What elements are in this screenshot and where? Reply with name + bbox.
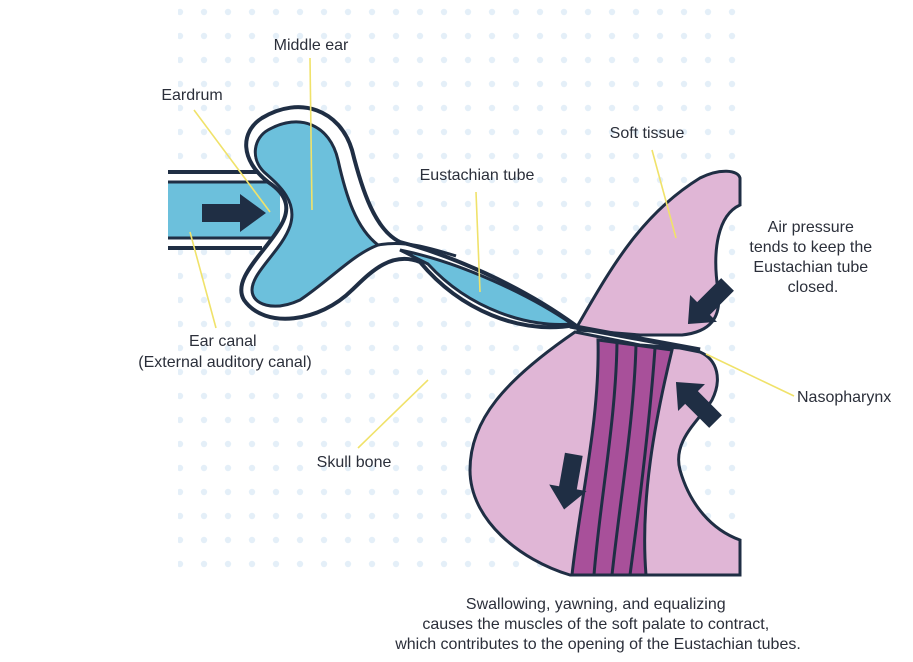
label-nasopharynx: Nasopharynx <box>797 389 891 406</box>
label-soft-tissue: Soft tissue <box>610 125 685 142</box>
soft-tissue-shape <box>576 169 742 337</box>
arrow-up-left-icon <box>675 381 722 428</box>
soft-palate-muscles <box>570 338 674 577</box>
arrow-right-icon <box>202 194 266 232</box>
label-ear-canal: Ear canal (External auditory canal) <box>138 333 311 371</box>
label-middle-ear: Middle ear <box>274 37 349 54</box>
label-skull-bone: Skull bone <box>317 454 392 471</box>
eustachian-tube-lumen <box>399 248 577 327</box>
arrow-down-left-icon <box>687 278 734 325</box>
middle-ear-chamber <box>250 120 382 308</box>
nasopharynx-line <box>569 323 701 353</box>
arrow-down-icon <box>549 452 587 510</box>
caption: Swallowing, yawning, and equalizing caus… <box>394 596 801 653</box>
eustachian-tube-septum <box>377 241 457 258</box>
leader-lines <box>189 57 795 449</box>
label-air-pressure: Air pressure tends to keep the Eustachia… <box>749 219 876 296</box>
label-eardrum: Eardrum <box>161 87 222 104</box>
label-eustachian-tube: Eustachian tube <box>420 167 535 184</box>
